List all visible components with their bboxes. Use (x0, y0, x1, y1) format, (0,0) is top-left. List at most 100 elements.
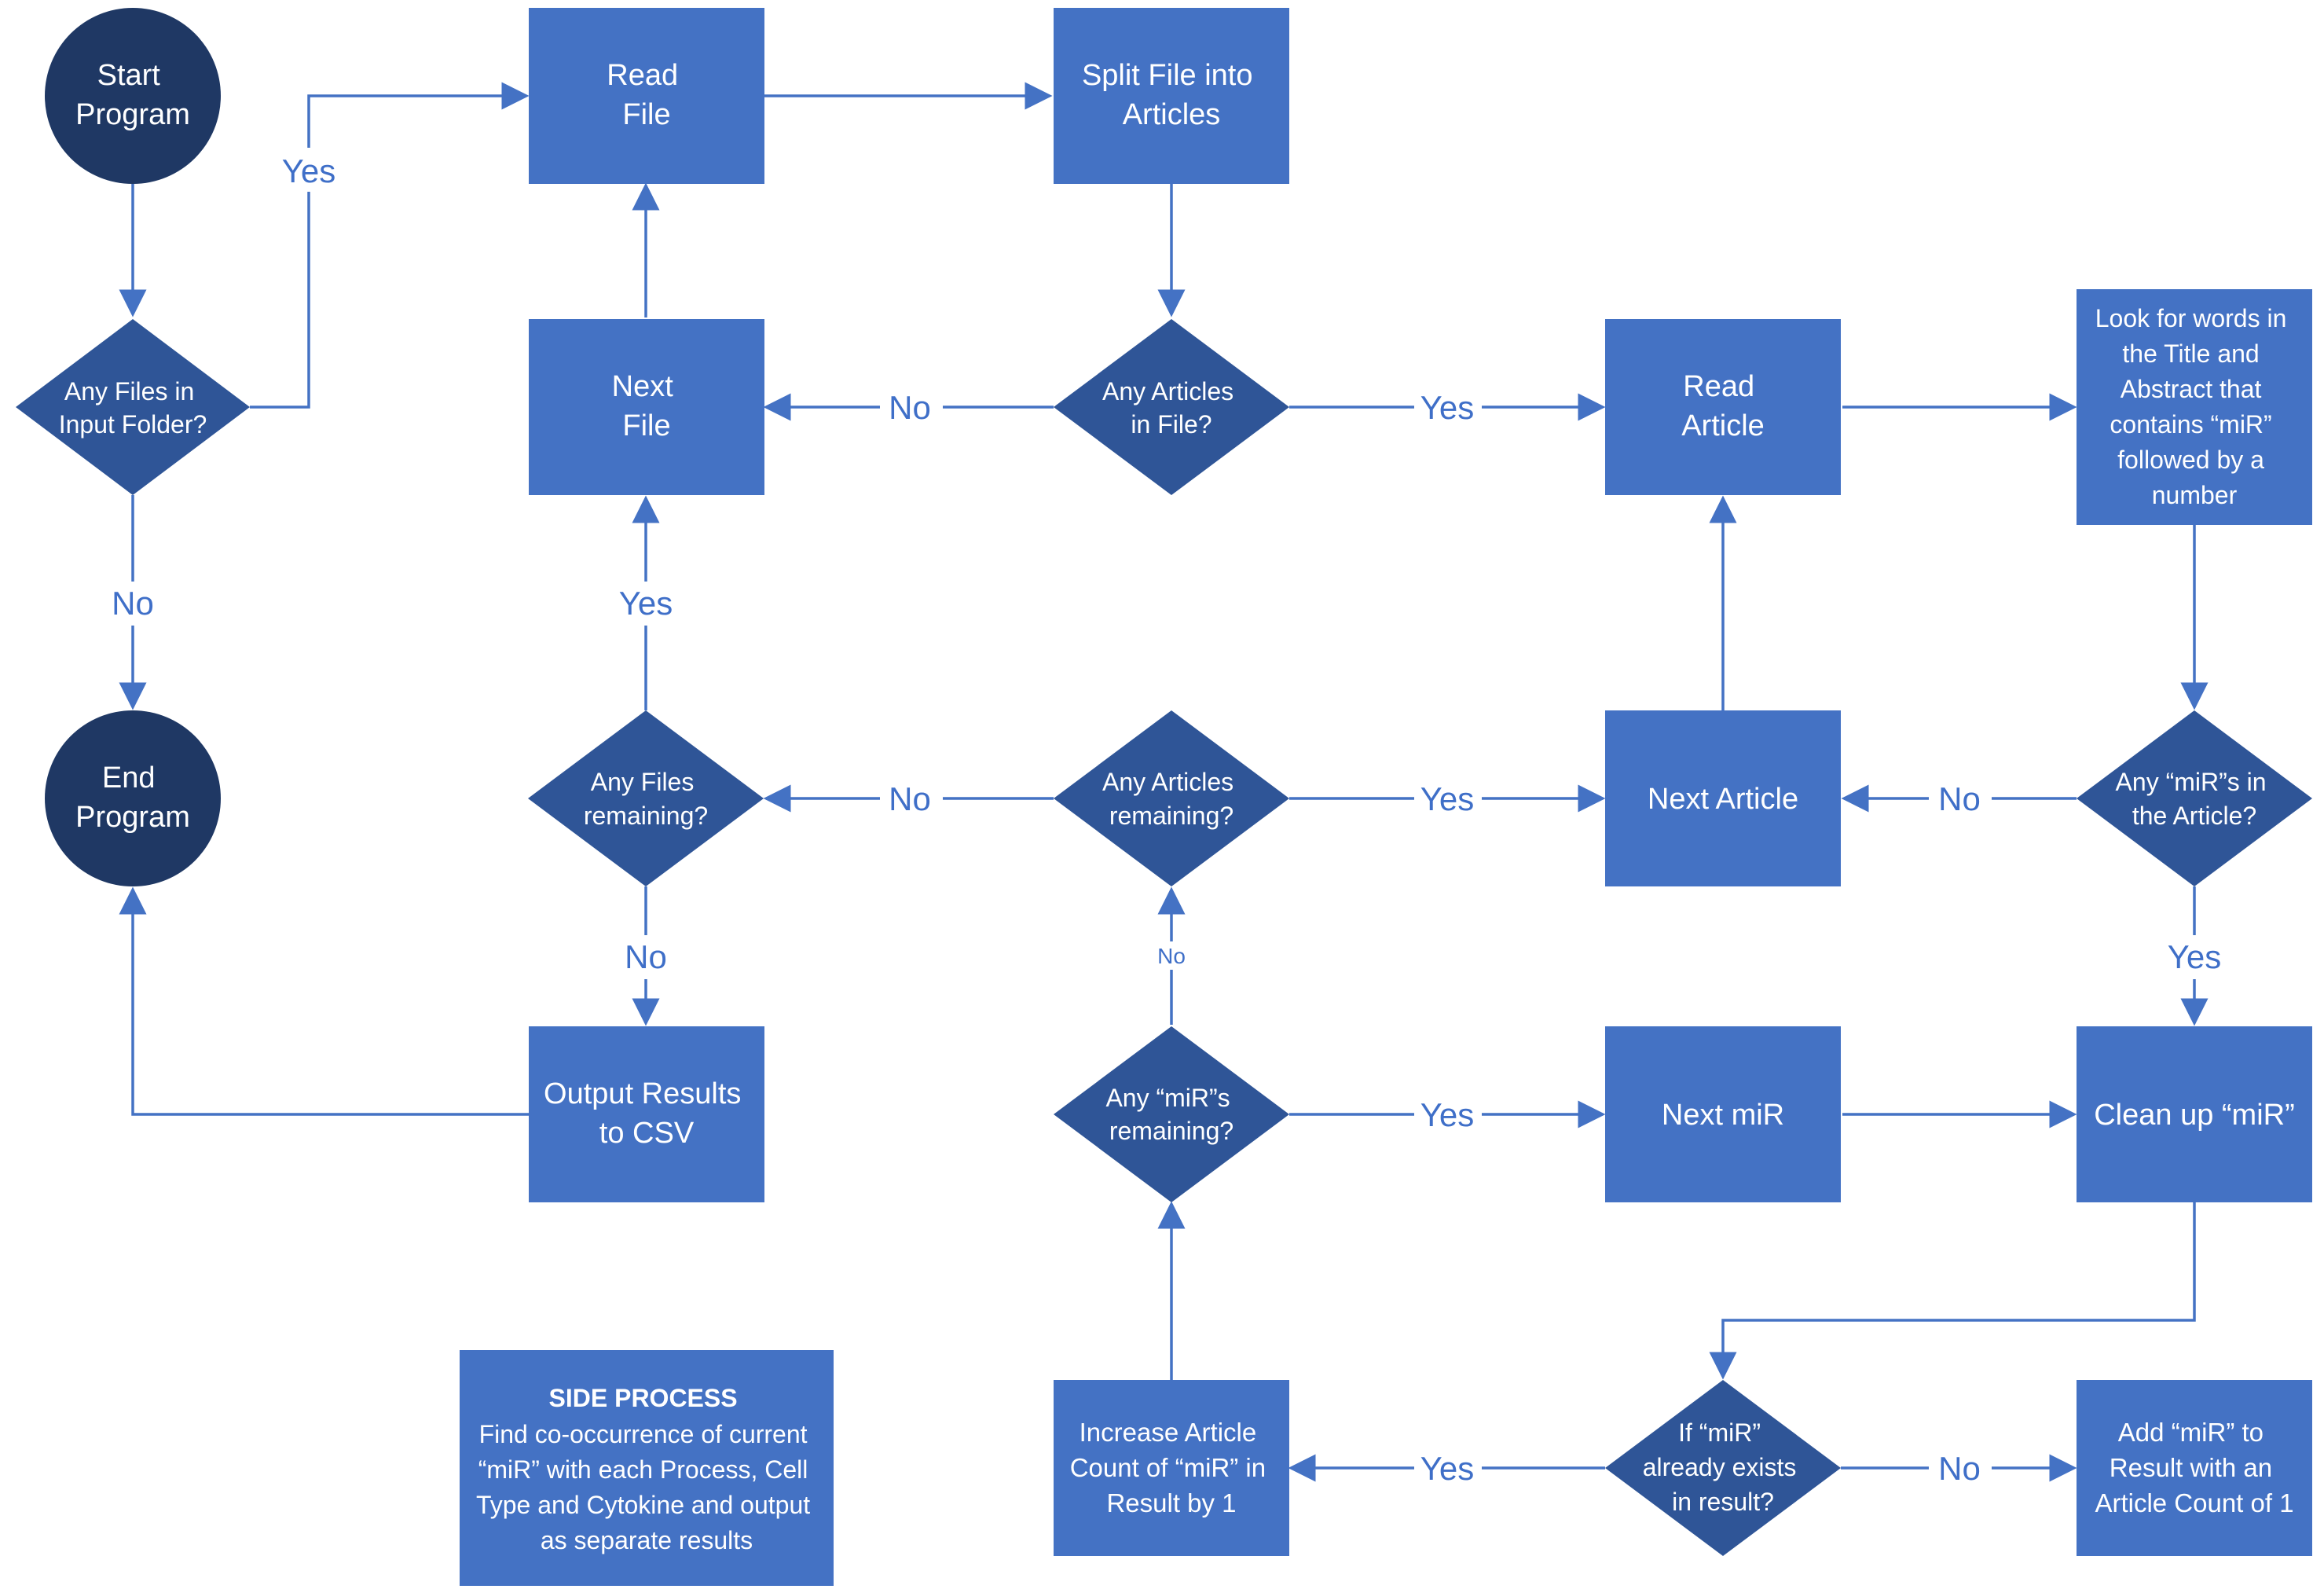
read-article-box: Read Article (1605, 319, 1841, 495)
svg-text:Increase Article Count o: Increase Article Count of “miR” in Resul… (1070, 1418, 1274, 1517)
start-node: Start Program (45, 8, 221, 184)
output-results-line-2: to CSV (599, 1117, 695, 1150)
output-results-line-1: Output Results (544, 1077, 741, 1110)
next-article-line-1: Next Article (1648, 783, 1798, 816)
mir-exists-line-1: If “miR” (1678, 1418, 1761, 1447)
edge-label-articles-remaining-yes: Yes (1420, 780, 1475, 817)
edge-label-articles-remaining-no: No (889, 780, 931, 817)
svg-text:Any “miR”s in the Articl: Any “miR”s in the Article? (2116, 768, 2274, 830)
edge-output-to-end (119, 886, 529, 1116)
increase-count-box: Increase Article Count of “miR” in Resul… (1054, 1380, 1289, 1556)
look-for-words-line-6: number (2152, 481, 2238, 509)
look-for-words-line-2: the Title and (2122, 339, 2259, 368)
look-for-words-box: Look for words in the Title and Abstract… (2077, 289, 2312, 525)
any-mir-in-article-decision: Any “miR”s in the Article? (2077, 710, 2312, 886)
svg-text:Next Article: Next Article (1648, 783, 1798, 816)
split-file-line-2: Articles (1123, 98, 1221, 131)
edge-label-files-remaining-no: No (625, 938, 667, 975)
edge-label-mir-remaining-no: No (1157, 944, 1186, 968)
svg-text:Any Files in Input Folde: Any Files in Input Folder? (59, 377, 207, 439)
any-files-input-decision: Any Files in Input Folder? (16, 319, 250, 495)
any-mir-remaining-line-1: Any “miR”s (1105, 1084, 1230, 1112)
svg-text:Any Files remaining?: Any Files remaining? (584, 768, 708, 830)
read-file-line-1: Read (607, 59, 678, 92)
start-node-line-2: Program (75, 98, 190, 131)
edge-labels: Yes No No Yes Yes No No Yes No Yes No Ye… (102, 148, 2228, 1488)
any-mir-in-article-line-2: the Article? (2132, 802, 2256, 830)
next-file-line-1: Next (612, 370, 674, 403)
svg-text:Output Results to CSV: Output Results to CSV (544, 1077, 750, 1150)
svg-text:Next File: Next File (612, 370, 682, 442)
edge-label-mir-in-article-yes: Yes (2168, 938, 2222, 975)
read-file-box: Read File (529, 8, 764, 184)
any-articles-remaining-line-1: Any Articles (1102, 768, 1233, 796)
add-mir-line-1: Add “miR” to (2118, 1418, 2264, 1447)
mir-exists-line-3: in result? (1672, 1488, 1774, 1516)
edge-label-files-remaining-yes: Yes (619, 585, 673, 622)
any-mir-remaining-line-2: remaining? (1109, 1117, 1233, 1145)
svg-text:Any “miR”s remaining?: Any “miR”s remaining? (1105, 1084, 1237, 1145)
any-files-remaining-decision: Any Files remaining? (528, 710, 764, 886)
end-node-line-1: End (102, 761, 156, 794)
side-process-line-2: “miR” with each Process, Cell (478, 1455, 808, 1484)
split-file-line-1: Split File into (1082, 59, 1253, 92)
svg-text:Start Program: Start Program (75, 59, 190, 131)
next-mir-line-1: Next miR (1662, 1099, 1784, 1132)
read-article-line-2: Article (1681, 409, 1765, 442)
any-articles-file-line-1: Any Articles (1102, 377, 1233, 406)
edge-clean-to-exists-check (1709, 1202, 2196, 1380)
clean-up-mir-box: Clean up “miR” (2077, 1026, 2312, 1202)
start-node-line-1: Start (97, 59, 161, 92)
svg-text:Any Articles remaining?: Any Articles remaining? (1102, 768, 1241, 830)
svg-text:Next miR: Next miR (1662, 1099, 1784, 1132)
any-mir-remaining-decision: Any “miR”s remaining? (1054, 1026, 1289, 1202)
svg-text:Split File into Articles: Split File into Articles (1082, 59, 1261, 131)
any-mir-in-article-line-1: Any “miR”s in (2116, 768, 2267, 796)
edge-label-input-yes: Yes (282, 152, 336, 189)
increase-count-line-1: Increase Article (1080, 1418, 1257, 1447)
side-process-box: SIDE PROCESS Find co-occurrence of curre… (460, 1350, 834, 1586)
any-articles-file-line-2: in File? (1131, 410, 1211, 439)
svg-text:Read File: Read File (607, 59, 686, 131)
edge-label-mir-remaining-yes: Yes (1420, 1096, 1475, 1133)
look-for-words-line-4: contains “miR” (2110, 410, 2271, 439)
any-files-remaining-line-2: remaining? (584, 802, 708, 830)
next-mir-box: Next miR (1605, 1026, 1841, 1202)
side-process-heading: SIDE PROCESS (549, 1384, 738, 1412)
next-file-box: Next File (529, 319, 764, 495)
edge-label-mir-in-article-no: No (1938, 780, 1981, 817)
edge-label-mir-exists-no: No (1938, 1450, 1981, 1487)
side-process-line-3: Type and Cytokine and output (476, 1491, 810, 1519)
increase-count-line-3: Result by 1 (1106, 1488, 1236, 1517)
add-mir-box: Add “miR” to Result with an Article Coun… (2077, 1380, 2312, 1556)
svg-text:Clean up “miR”: Clean up “miR” (2094, 1099, 2295, 1132)
add-mir-line-3: Article Count of 1 (2095, 1488, 2293, 1517)
split-file-box: Split File into Articles (1054, 8, 1289, 184)
next-article-box: Next Article (1605, 710, 1841, 886)
look-for-words-line-5: followed by a (2117, 446, 2264, 474)
side-process-line-4: as separate results (541, 1526, 753, 1554)
look-for-words-line-1: Look for words in (2095, 304, 2287, 332)
any-files-input-line-1: Any Files in (64, 377, 194, 406)
edge-label-articles-in-file-yes: Yes (1420, 389, 1475, 426)
look-for-words-line-3: Abstract that (2121, 375, 2262, 403)
edge-label-articles-in-file-no: No (889, 389, 931, 426)
end-node-shape (45, 710, 221, 886)
read-article-line-1: Read (1683, 370, 1754, 403)
increase-count-line-2: Count of “miR” in (1070, 1453, 1266, 1482)
mir-exists-line-2: already exists (1643, 1453, 1797, 1481)
side-process-line-1: Find co-occurrence of current (479, 1420, 808, 1448)
any-articles-remaining-decision: Any Articles remaining? (1054, 710, 1289, 886)
svg-text:Read Article: Read Article (1681, 370, 1765, 442)
edge-label-mir-exists-yes: Yes (1420, 1450, 1475, 1487)
next-file-line-2: File (622, 409, 670, 442)
output-results-box: Output Results to CSV (529, 1026, 764, 1202)
end-node: End Program (45, 710, 221, 886)
start-node-shape (45, 8, 221, 184)
any-files-remaining-line-1: Any Files (591, 768, 695, 796)
svg-text:End Program: End Program (75, 761, 190, 834)
svg-text:SIDE PROCESS Find co-occ: SIDE PROCESS Find co-occurrence of curre… (476, 1384, 817, 1554)
any-files-input-line-2: Input Folder? (59, 410, 207, 439)
clean-up-mir-line-1: Clean up “miR” (2094, 1099, 2295, 1132)
add-mir-line-2: Result with an (2110, 1453, 2272, 1482)
